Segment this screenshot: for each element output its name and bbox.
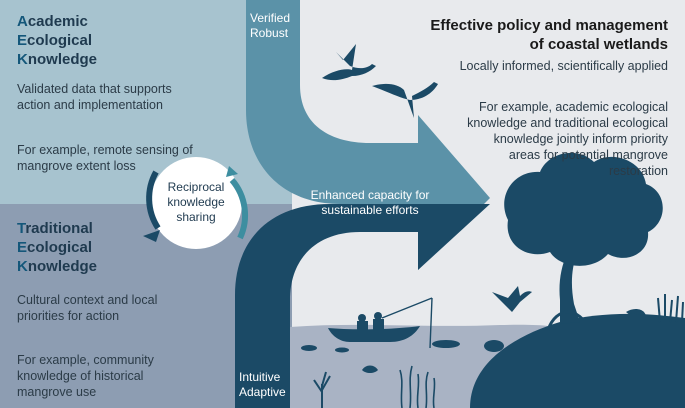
- tek-title: Traditional Ecological Knowledge: [17, 220, 98, 275]
- policy-subtitle: Locally informed, scientifically applied: [459, 59, 668, 73]
- cycle-arrowhead-navy-icon: [143, 230, 160, 242]
- fisher-body-icon: [357, 321, 368, 330]
- heron-bird-icon: [322, 44, 376, 81]
- fish-icon: [301, 345, 317, 351]
- boat-icon: [328, 326, 420, 342]
- fish-icon: [432, 340, 460, 348]
- mangrove-tree-trunk: [559, 248, 580, 324]
- mangrove-roots: [546, 310, 592, 331]
- aek-panel: [0, 0, 292, 204]
- egret-bird-icon: [372, 82, 438, 118]
- bottom-arrow: [235, 204, 490, 408]
- coral-icon: [313, 371, 331, 408]
- reeds-icon: [657, 294, 684, 323]
- fisher-body-icon: [373, 319, 384, 330]
- fish-icon: [484, 340, 504, 352]
- top-arrow: [246, 0, 490, 270]
- fisher-head-icon: [358, 314, 366, 322]
- cycle-arrowhead-teal-icon: [226, 166, 238, 177]
- kingfisher-bird-icon: [492, 286, 532, 312]
- seagrass-icon: [399, 365, 436, 408]
- cycle-arrow-navy-icon: [146, 170, 161, 230]
- reciprocal-circle: [150, 157, 242, 249]
- fishing-rod-icon: [381, 297, 433, 349]
- aek-title: Academic Ecological Knowledge: [17, 13, 98, 68]
- mangrove-island: [470, 313, 685, 408]
- mangrove-tree-canopy: [504, 152, 663, 266]
- fisher-head-icon: [374, 312, 382, 320]
- cycle-arrow-teal-icon: [229, 178, 249, 240]
- crab-icon: [362, 365, 378, 373]
- fish-icon: [335, 347, 349, 353]
